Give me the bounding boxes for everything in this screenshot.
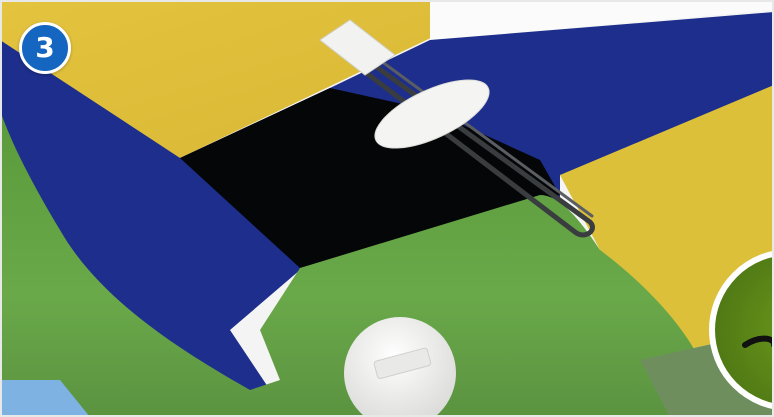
step-number-badge: 3	[19, 22, 71, 74]
